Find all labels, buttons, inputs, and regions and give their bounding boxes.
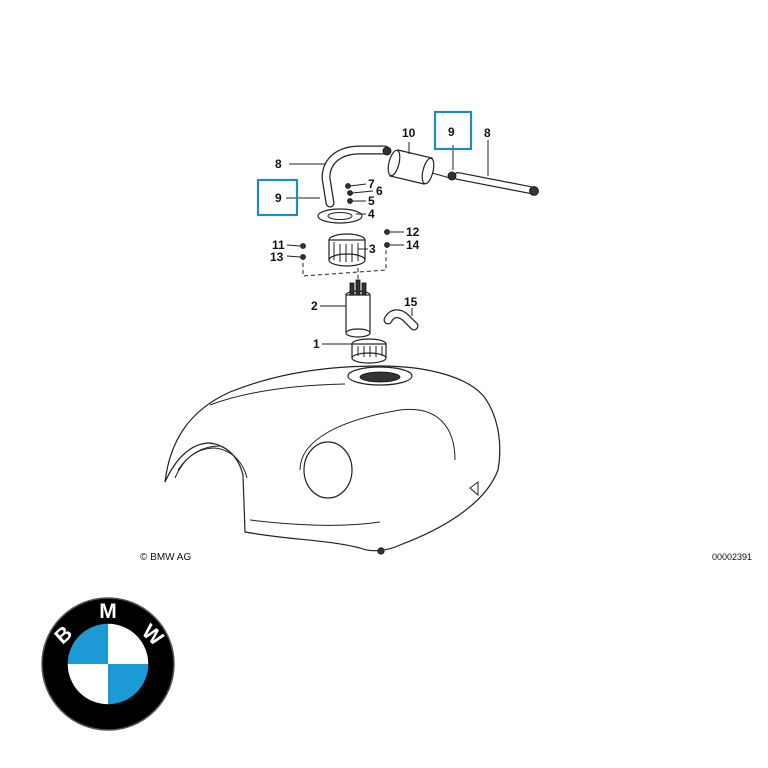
logo-letter-m: M <box>99 600 117 623</box>
callout-3: 3 <box>369 242 376 256</box>
assembly-lines <box>302 250 387 280</box>
part-flange-ring <box>351 338 387 364</box>
logo-quadrant-blue-bottom <box>108 664 149 705</box>
callout-2: 2 <box>311 299 318 313</box>
highlight-box-9-left <box>256 178 299 217</box>
callout-8-left: 8 <box>275 157 282 171</box>
callout-labels: 1 2 3 4 5 6 7 8 8 9 9 10 11 12 13 14 15 <box>270 125 491 351</box>
part-hose-15 <box>383 309 419 331</box>
callout-13: 13 <box>270 250 284 264</box>
callout-12: 12 <box>406 225 420 239</box>
leader-lines <box>286 140 489 345</box>
callout-9-left: 9 <box>275 191 282 205</box>
part-cover-plate <box>317 208 363 224</box>
callout-14: 14 <box>406 238 420 252</box>
callout-9-right: 9 <box>448 125 455 139</box>
callout-1: 1 <box>313 337 320 351</box>
part-fuel-pump <box>345 279 371 338</box>
callout-15: 15 <box>404 295 418 309</box>
callout-5: 5 <box>368 194 375 208</box>
callout-6: 6 <box>376 184 383 198</box>
part-fuel-filter <box>387 149 451 185</box>
fuel-tank <box>164 365 501 555</box>
part-hose-left <box>321 145 392 208</box>
callout-10: 10 <box>402 126 416 140</box>
diagram-number: 00002391 <box>712 552 752 562</box>
callout-4: 4 <box>368 207 375 221</box>
copyright-text: © BMW AG <box>140 552 191 563</box>
part-strainer <box>328 233 366 267</box>
part-hose-right <box>447 171 539 196</box>
callout-7: 7 <box>368 177 375 191</box>
highlight-boxes <box>256 110 473 217</box>
bmw-logo: B M W <box>41 597 175 731</box>
callout-11: 11 <box>272 238 285 252</box>
callout-8-right: 8 <box>484 126 491 140</box>
highlight-box-9-right <box>433 110 473 151</box>
logo-quadrant-blue-top <box>67 623 108 664</box>
